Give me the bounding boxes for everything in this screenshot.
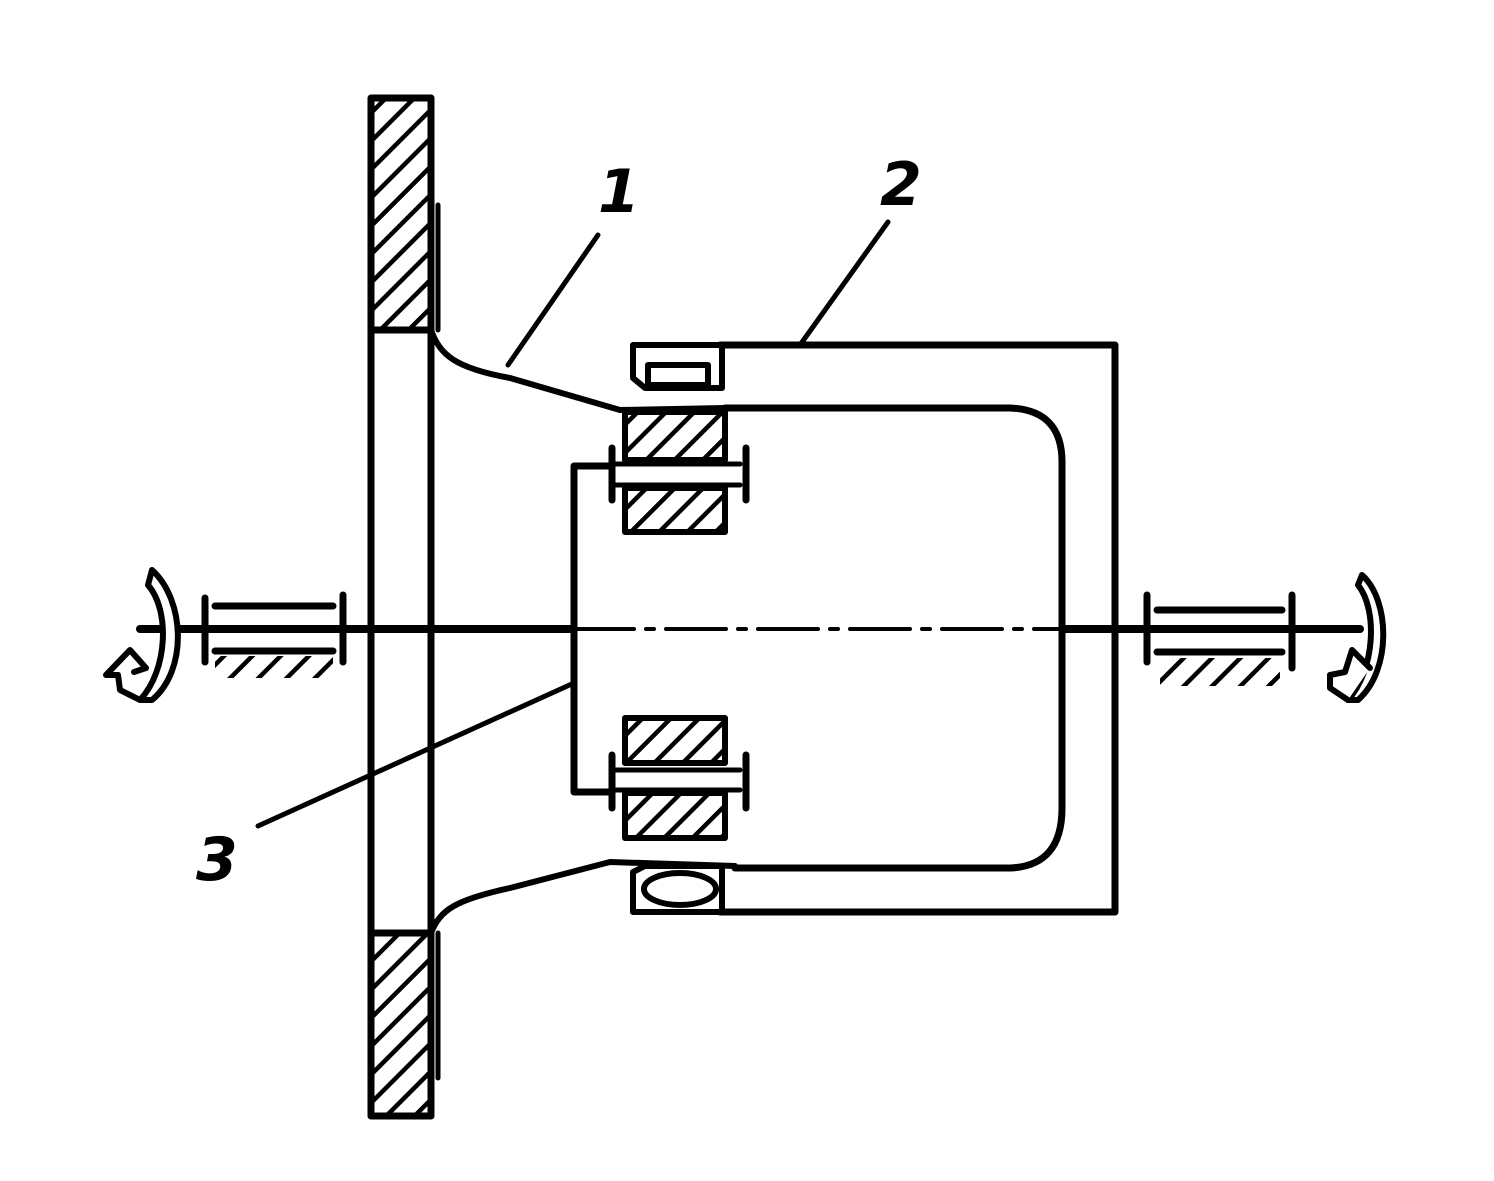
left-bearing: [201, 591, 347, 678]
right-rotation-arrow: [1327, 572, 1387, 703]
leader-line-3: [255, 680, 577, 829]
bottom-clamp: [630, 863, 725, 915]
left-rotation-arrow: [103, 567, 181, 703]
leader-line-1: [505, 232, 601, 368]
right-bearing: [1143, 591, 1296, 686]
label-2: 2: [880, 150, 922, 220]
leader-line-2: [797, 219, 891, 348]
label-3: 3: [196, 825, 238, 895]
upper-planet-gear: [608, 409, 750, 535]
label-1: 1: [598, 157, 640, 227]
lower-planet-gear: [608, 715, 750, 841]
fixed-hub-1: [428, 327, 738, 936]
top-clamp: [630, 342, 725, 391]
housing-wall: [367, 94, 441, 1120]
